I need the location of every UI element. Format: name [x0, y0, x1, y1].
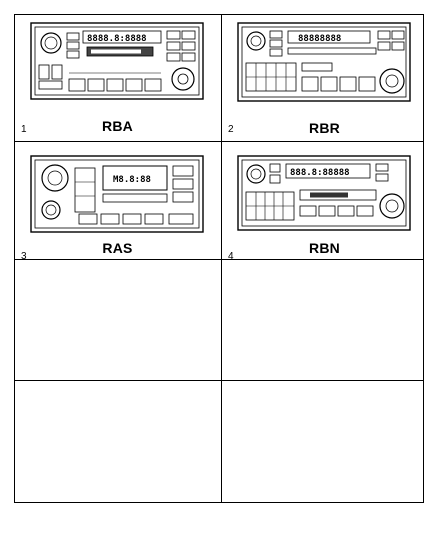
cell-rbr: 88888888 2 RBR — [222, 15, 427, 141]
radio-code-label: RAS — [102, 240, 133, 256]
grid-divider-row-3 — [15, 380, 423, 381]
cell-number: 1 — [21, 124, 27, 135]
cell-rbn: 888.8:88888 4 RBN — [222, 142, 427, 268]
illustration-grid: 8888.8:8888 1 RBA — [14, 14, 424, 503]
cell-number: 2 — [228, 124, 234, 135]
radio-display-text: 888.8:88888 — [290, 168, 350, 178]
cell-rba: 8888.8:8888 1 RBA — [15, 15, 220, 141]
grid-divider-row-1 — [15, 141, 423, 142]
radio-display-text: 8888.8:8888 — [87, 34, 147, 44]
radio-code-label: RBN — [309, 240, 340, 256]
radio-code-label: RBR — [309, 120, 340, 136]
grid-divider-row-2 — [15, 259, 423, 260]
radio-rba-illustration: 8888.8:8888 — [30, 22, 204, 100]
cell-ras: M8.8:88 3 RAS — [15, 142, 220, 268]
cell-number: 4 — [228, 251, 234, 262]
cell-number: 3 — [21, 251, 27, 262]
radio-display-text: M8.8:88 — [113, 175, 151, 185]
grid-divider-vertical — [221, 15, 222, 502]
radio-rbn-illustration: 888.8:88888 — [237, 155, 411, 231]
radio-code-label: RBA — [102, 118, 133, 134]
radio-display-text: 88888888 — [298, 34, 341, 44]
radio-rbr-illustration: 88888888 — [237, 22, 411, 102]
radio-ras-illustration: M8.8:88 — [30, 155, 204, 233]
